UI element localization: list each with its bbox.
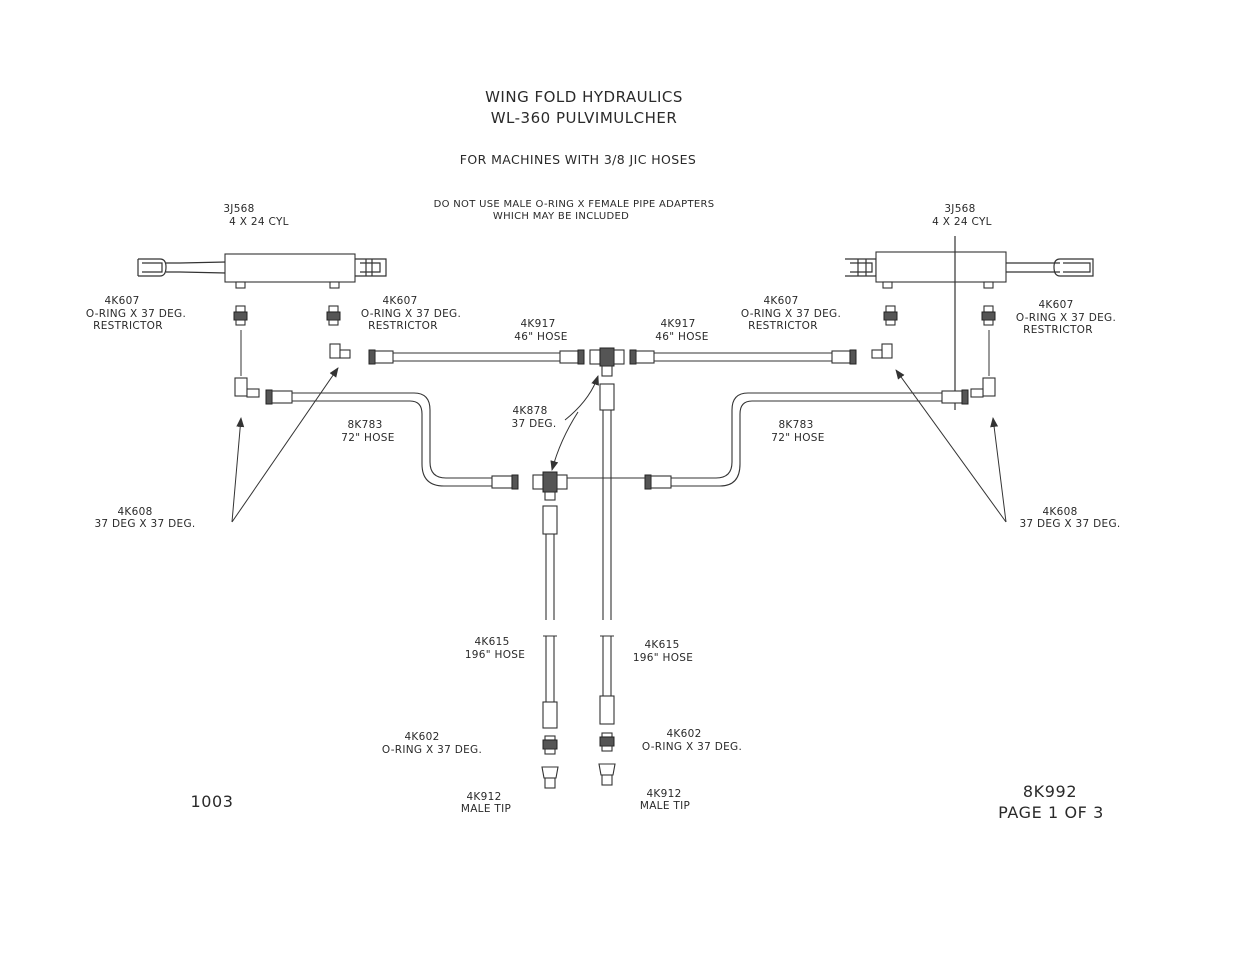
restrictor-rl-desc1: O-RING X 37 DEG. bbox=[741, 308, 841, 320]
elbow-fitting-ll bbox=[234, 377, 260, 398]
male-tip-right-desc: MALE TIP bbox=[640, 800, 690, 812]
right-cylinder-desc: 4 X 24 CYL bbox=[932, 216, 992, 228]
elbow-fitting-rl bbox=[871, 343, 893, 359]
tee-fitting-lower bbox=[532, 471, 568, 501]
diagram-title-line1: WING FOLD HYDRAULICS bbox=[485, 88, 683, 106]
male-tip-left-desc: MALE TIP bbox=[461, 803, 511, 815]
left-cylinder bbox=[137, 253, 387, 289]
male-tip-right-part: 4K912 bbox=[646, 788, 681, 800]
hose-196-left-part: 4K615 bbox=[474, 636, 509, 648]
elbow-left-desc: 37 DEG X 37 DEG. bbox=[94, 518, 195, 530]
restrictor-ll-desc2: RESTRICTOR bbox=[93, 320, 163, 332]
hose-46-right-desc: 46" HOSE bbox=[655, 331, 708, 343]
hose-46-right bbox=[629, 349, 857, 365]
hose-196-right-upper bbox=[599, 383, 615, 620]
drawing-number: 8K992 bbox=[1023, 782, 1077, 801]
hose-46-right-part: 4K917 bbox=[660, 318, 695, 330]
restrictor-ll-desc1: O-RING X 37 DEG. bbox=[86, 308, 186, 320]
male-tip-left bbox=[541, 766, 559, 789]
restrictor-rr-desc1: O-RING X 37 DEG. bbox=[1016, 312, 1116, 324]
hose-46-left-desc: 46" HOSE bbox=[514, 331, 567, 343]
adapter-right-part: 4K602 bbox=[666, 728, 701, 740]
hose-72-right-part: 8K783 bbox=[778, 419, 813, 431]
restrictor-rl-desc2: RESTRICTOR bbox=[748, 320, 818, 332]
left-cylinder-part: 3J568 bbox=[223, 203, 254, 215]
adapter-fitting-right bbox=[599, 732, 615, 752]
elbow-right-desc: 37 DEG X 37 DEG. bbox=[1019, 518, 1120, 530]
male-tip-left-part: 4K912 bbox=[466, 791, 501, 803]
adapter-right-desc: O-RING X 37 DEG. bbox=[642, 741, 742, 753]
elbow-fitting-rr bbox=[970, 377, 996, 398]
tee-part: 4K878 bbox=[512, 405, 547, 417]
restrictor-lr-desc1: O-RING X 37 DEG. bbox=[361, 308, 461, 320]
right-cylinder bbox=[845, 236, 1094, 410]
hose-72-right-desc: 72" HOSE bbox=[771, 432, 824, 444]
hose-46-left-part: 4K917 bbox=[520, 318, 555, 330]
hose-72-left bbox=[265, 389, 519, 490]
restrictor-fitting-ll bbox=[233, 305, 248, 376]
elbow-right-part: 4K608 bbox=[1042, 506, 1077, 518]
tee-desc: 37 DEG. bbox=[512, 418, 557, 430]
adapter-left-part: 4K602 bbox=[404, 731, 439, 743]
elbow-left-arrow-1 bbox=[231, 417, 245, 523]
tee-fitting-upper bbox=[589, 347, 625, 377]
right-cylinder-part: 3J568 bbox=[944, 203, 975, 215]
diagram-subtitle: FOR MACHINES WITH 3/8 JIC HOSES bbox=[460, 152, 696, 167]
hose-72-left-part: 8K783 bbox=[347, 419, 382, 431]
restrictor-lr-desc2: RESTRICTOR bbox=[368, 320, 438, 332]
hose-46-left bbox=[368, 349, 585, 365]
hose-196-left-lower bbox=[542, 635, 558, 729]
restrictor-rr-part: 4K607 bbox=[1038, 299, 1073, 311]
adapter-left-desc: O-RING X 37 DEG. bbox=[382, 744, 482, 756]
adapter-fitting-left bbox=[542, 735, 558, 755]
restrictor-rr-desc2: RESTRICTOR bbox=[1023, 324, 1093, 336]
date-code: 1003 bbox=[190, 792, 233, 811]
hose-196-right-lower bbox=[599, 635, 615, 725]
restrictor-lr-part: 4K607 bbox=[382, 295, 417, 307]
restrictor-fitting-rr bbox=[981, 305, 996, 376]
diagram-title-line2: WL-360 PULVIMULCHER bbox=[491, 109, 678, 127]
left-cylinder-desc: 4 X 24 CYL bbox=[229, 216, 289, 228]
hose-72-left-desc: 72" HOSE bbox=[341, 432, 394, 444]
hose-196-left-upper bbox=[542, 505, 558, 620]
hose-196-right-desc: 196" HOSE bbox=[633, 652, 693, 664]
hose-72-right bbox=[644, 389, 969, 490]
restrictor-fitting-rl bbox=[883, 305, 898, 326]
tee-arrow-lower bbox=[550, 411, 579, 471]
restrictor-fitting-lr bbox=[326, 305, 341, 326]
male-tip-right bbox=[598, 763, 616, 786]
tee-arrow-upper bbox=[564, 375, 599, 421]
restrictor-ll-part: 4K607 bbox=[104, 295, 139, 307]
elbow-right-arrow-1 bbox=[895, 369, 1007, 523]
hose-196-right-part: 4K615 bbox=[644, 639, 679, 651]
hose-196-left-desc: 196" HOSE bbox=[465, 649, 525, 661]
page-indicator: PAGE 1 OF 3 bbox=[998, 803, 1104, 822]
elbow-right-arrow-2 bbox=[990, 417, 1007, 523]
elbow-fitting-lr bbox=[329, 343, 351, 359]
warning-note-line2: WHICH MAY BE INCLUDED bbox=[493, 211, 629, 222]
restrictor-rl-part: 4K607 bbox=[763, 295, 798, 307]
elbow-left-arrow-2 bbox=[231, 367, 339, 523]
warning-note-line1: DO NOT USE MALE O-RING X FEMALE PIPE ADA… bbox=[434, 199, 715, 210]
elbow-left-part: 4K608 bbox=[117, 506, 152, 518]
